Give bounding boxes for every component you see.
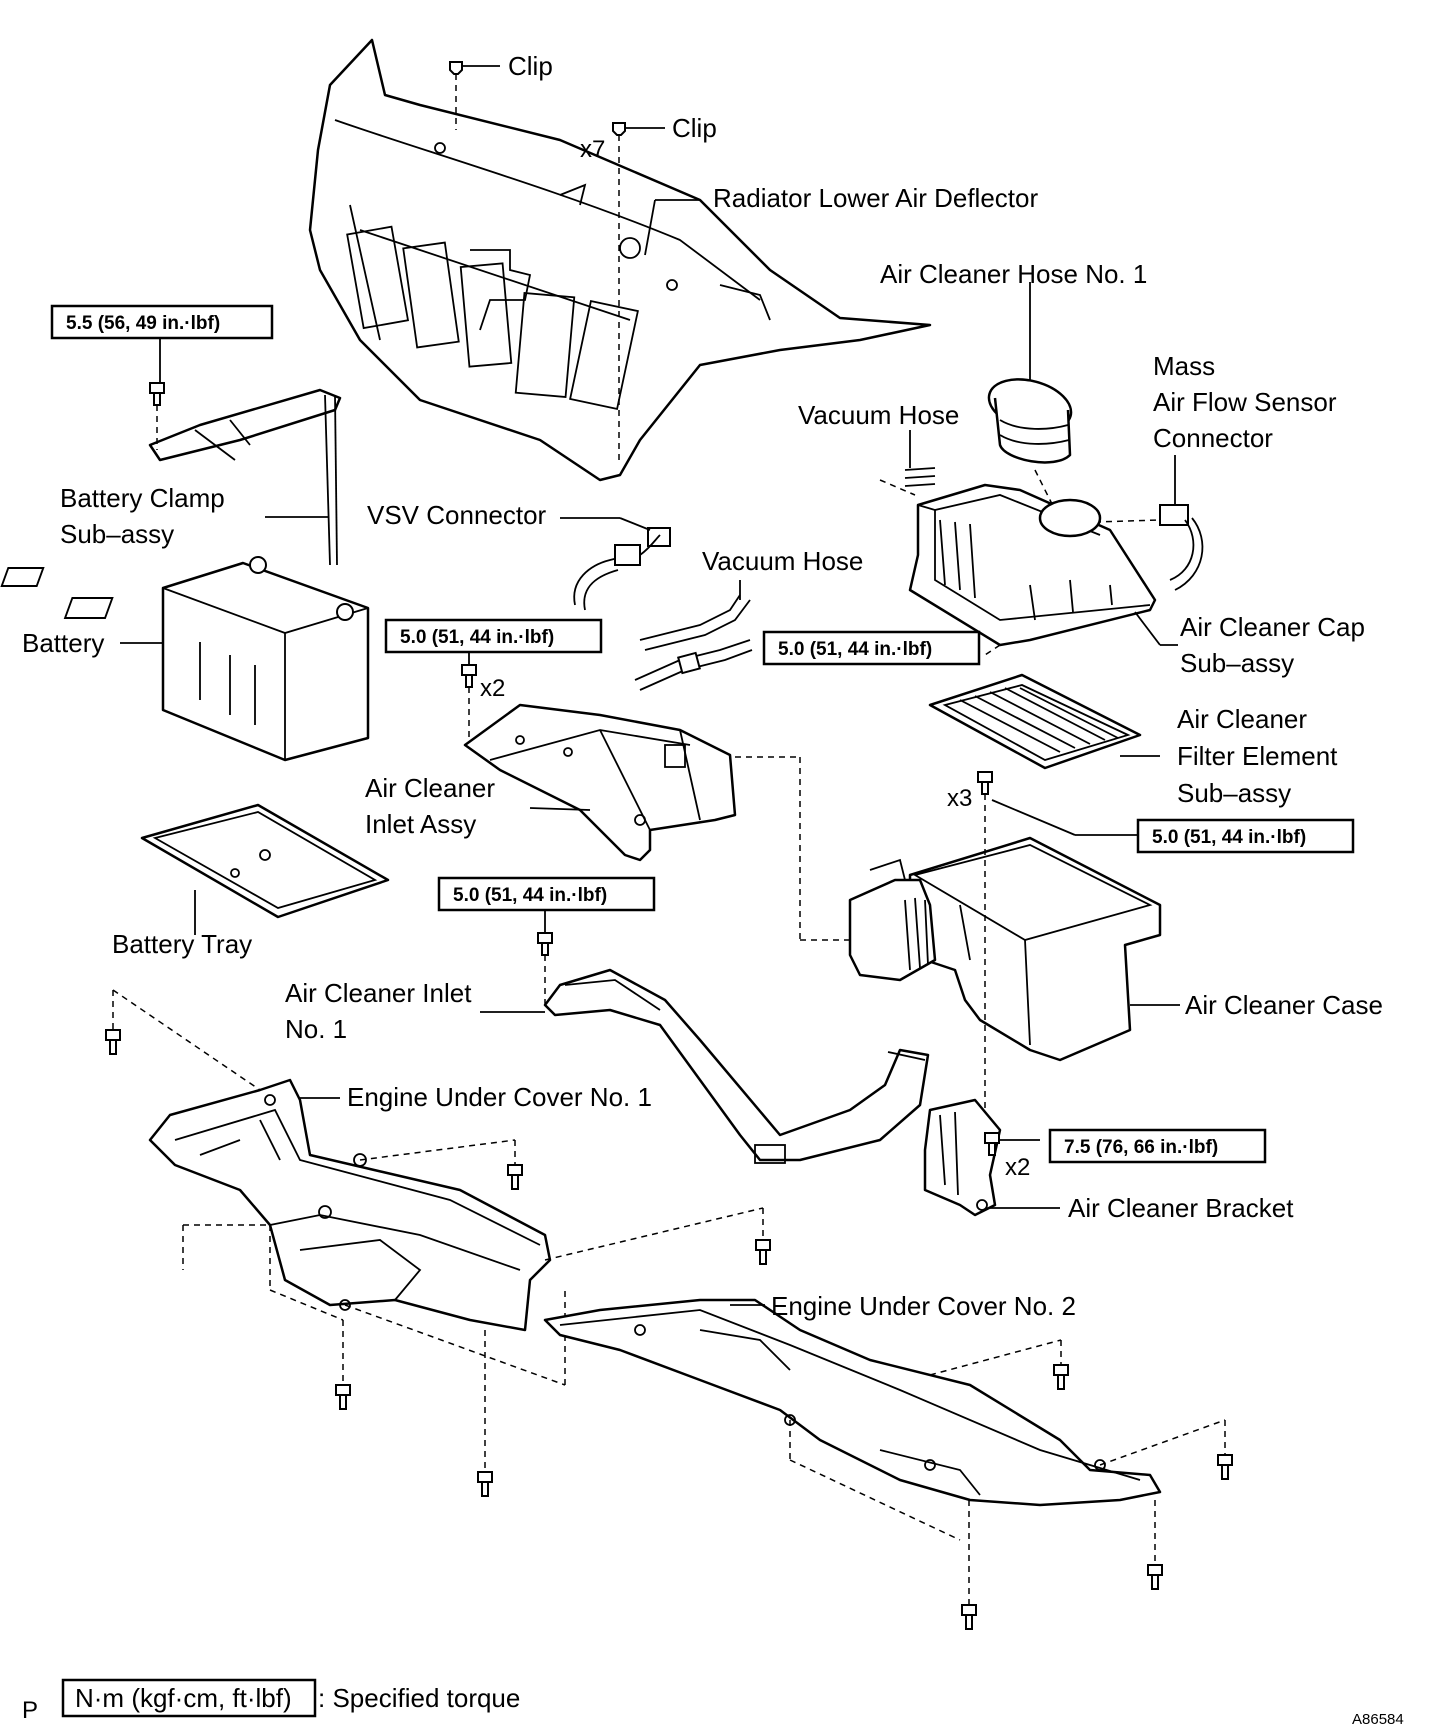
inlet-no1-bolt-icon	[537, 932, 553, 1005]
label-air-cleaner-case: Air Cleaner Case	[1185, 990, 1383, 1020]
label-air-cleaner-hose-no1: Air Cleaner Hose No. 1	[880, 259, 1147, 289]
label-engine-under-cover-no2: Engine Under Cover No. 2	[771, 1291, 1076, 1321]
torque-value: 5.5 (56, 49 in.·lbf)	[66, 313, 220, 334]
under-cover2-bolt-icon-b	[1217, 1454, 1233, 1480]
label-air-cleaner-filter-1: Air Cleaner	[1177, 704, 1307, 734]
torque-box-air-cleaner-case: 5.0 (51, 44 in.·lbf)	[1136, 818, 1355, 854]
vacuum-hose-lower	[634, 594, 753, 691]
legend-unit: N·m (kgf·cm, ft·lbf)	[75, 1683, 292, 1713]
under-cover1-bolt-icon-d	[335, 1384, 351, 1410]
bracket-bolt-icon	[984, 1132, 1000, 1156]
label-qty-x3-case: x3	[947, 785, 972, 812]
torque-box-bracket: 7.5 (76, 66 in.·lbf)	[1048, 1128, 1267, 1164]
label-qty-x2-bracket: x2	[1005, 1154, 1030, 1181]
air-cleaner-inlet-no1	[543, 968, 930, 1164]
torque-value: 5.0 (51, 44 in.·lbf)	[778, 639, 932, 660]
label-engine-under-cover-no1: Engine Under Cover No. 1	[347, 1082, 652, 1112]
battery	[0, 556, 370, 762]
radiator-lower-air-deflector	[308, 38, 932, 482]
air-cleaner-case-bolt-icon	[977, 771, 993, 1115]
label-battery-clamp-1: Battery Clamp	[60, 483, 225, 513]
label-air-cleaner-inlet-assy-2: Inlet Assy	[365, 809, 476, 839]
air-cleaner-filter-element	[928, 673, 1142, 770]
legend-meaning: : Specified torque	[318, 1683, 520, 1713]
air-cleaner-hose-no1	[987, 378, 1073, 464]
label-mass-air-flow-1: Mass	[1153, 351, 1215, 381]
label-battery-clamp-2: Sub–assy	[60, 519, 174, 549]
label-air-cleaner-bracket: Air Cleaner Bracket	[1068, 1193, 1294, 1223]
engine-under-cover-no2	[543, 1298, 1162, 1507]
under-cover1-bolt-icon-c	[755, 1239, 771, 1265]
torque-value: 5.0 (51, 44 in.·lbf)	[1152, 827, 1306, 848]
torque-box-battery-clamp: 5.5 (56, 49 in.·lbf)	[50, 304, 274, 340]
battery-tray	[140, 803, 390, 919]
label-qty-x2-inlet: x2	[480, 675, 505, 702]
label-mass-air-flow-3: Connector	[1153, 423, 1273, 453]
under-cover2-bolt-icon-c	[1147, 1564, 1163, 1590]
label-air-cleaner-filter-3: Sub–assy	[1177, 778, 1291, 808]
air-cleaner-bracket	[923, 1098, 1002, 1217]
clip-second-icon	[612, 122, 626, 465]
torque-box-inlet-no1: 5.0 (51, 44 in.·lbf)	[437, 876, 656, 912]
torque-value: 7.5 (76, 66 in.·lbf)	[1064, 1137, 1218, 1158]
air-cleaner-case	[848, 836, 1162, 1062]
torque-box-air-cleaner-cap: 5.0 (51, 44 in.·lbf)	[762, 630, 981, 666]
battery-clamp-bolt-icon	[149, 382, 165, 450]
vacuum-hose-upper	[904, 467, 936, 487]
label-vacuum-hose-upper: Vacuum Hose	[798, 400, 959, 430]
label-air-cleaner-cap-1: Air Cleaner Cap	[1180, 612, 1365, 642]
engine-under-cover-no1	[148, 1078, 552, 1332]
footer-code: A86584	[1352, 1711, 1404, 1728]
vsv-connector	[573, 527, 671, 611]
label-vacuum-hose-lower: Vacuum Hose	[702, 546, 863, 576]
label-battery-tray: Battery Tray	[112, 929, 252, 959]
torque-value: 5.0 (51, 44 in.·lbf)	[400, 627, 554, 648]
label-clip-top: Clip	[508, 51, 553, 81]
air-cleaner-cap-sub-assy	[908, 483, 1157, 647]
label-air-cleaner-filter-2: Filter Element	[1177, 741, 1338, 771]
footer-left-mark: P	[22, 1697, 38, 1724]
label-mass-air-flow-2: Air Flow Sensor	[1153, 387, 1337, 417]
under-cover1-bolt-icon-e	[477, 1471, 493, 1497]
inlet-assy-bolt-icon	[461, 664, 477, 740]
under-cover1-bolt-icon-a	[105, 1029, 121, 1055]
label-radiator-lower-air-deflector: Radiator Lower Air Deflector	[713, 183, 1038, 213]
label-air-cleaner-inlet-no1-1: Air Cleaner Inlet	[285, 978, 472, 1008]
label-battery: Battery	[22, 628, 104, 658]
torque-value: 5.0 (51, 44 in.·lbf)	[453, 885, 607, 906]
under-cover2-bolt-icon-a	[1053, 1364, 1069, 1390]
label-air-cleaner-inlet-assy-1: Air Cleaner	[365, 773, 495, 803]
label-air-cleaner-inlet-no1-2: No. 1	[285, 1014, 347, 1044]
torque-box-inlet-assy: 5.0 (51, 44 in.·lbf)	[384, 618, 603, 654]
mass-air-flow-sensor-connector	[1159, 504, 1204, 591]
air-cleaner-inlet-assy	[463, 703, 737, 862]
torque-legend: N·m (kgf·cm, ft·lbf) : Specified torque	[61, 1678, 520, 1718]
label-clip-qty: x7	[580, 136, 605, 163]
under-cover2-bolt-icon-d	[961, 1604, 977, 1630]
battery-clamp-sub-assy	[148, 388, 342, 566]
label-air-cleaner-cap-2: Sub–assy	[1180, 648, 1294, 678]
label-clip-second: Clip	[672, 113, 717, 143]
under-cover1-bolt-icon-b	[507, 1164, 523, 1190]
label-vsv-connector: VSV Connector	[367, 500, 547, 530]
clip-top-icon	[449, 61, 463, 130]
